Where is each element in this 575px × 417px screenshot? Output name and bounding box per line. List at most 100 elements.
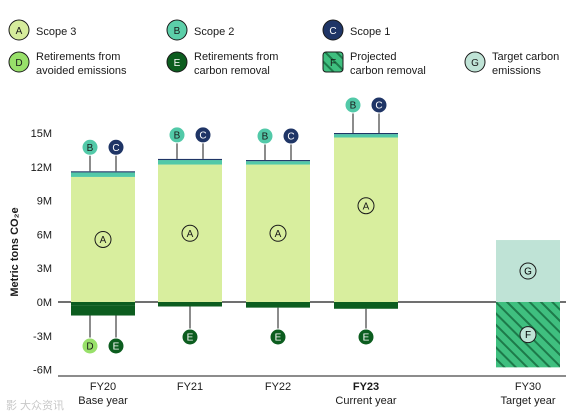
bar-carbon-removal [158,302,222,307]
y-tick-label: 15M [31,128,52,140]
badge-circle [344,96,362,114]
badge-letter: F [525,330,531,341]
legend-label: Retirements from [36,51,120,63]
badge-b: B [256,127,274,161]
badge-letter: A [363,201,370,212]
legend-swatch-f [322,51,344,73]
badge-e: E [107,315,125,355]
legend-item-c: C Scope 1 [322,19,390,41]
badge-letter: A [187,229,194,240]
badge-circle [107,138,125,156]
x-category-sublabel: Base year [78,395,128,407]
x-category-label: FY30 [515,381,541,393]
legend-label: Scope 3 [36,26,76,38]
badge-letter: C [287,132,294,143]
legend-label: carbon removal [194,65,270,77]
bar-scope3 [158,164,222,302]
badge-c: C [282,127,300,161]
badge-b: B [81,138,99,172]
bar-scope2 [71,172,135,177]
badge-circle [357,197,375,215]
badge-circle [256,127,274,145]
badge-letter: A [100,235,107,246]
badge-letter: A [275,229,282,240]
badge-letter: E [275,333,282,344]
bar-target-emissions [496,240,560,302]
badge-circle [81,337,99,355]
badge-letter: C [199,130,206,141]
badge-letter: G [524,267,532,278]
y-tick-label: 9M [37,196,52,208]
badge-e: E [181,306,199,346]
badge-letter: B [350,101,357,112]
bar-scope1 [246,160,310,162]
legend-item-a: A Scope 3 [8,19,76,41]
legend-swatch-e [166,51,188,73]
y-tick-label: 12M [31,162,52,174]
bar-carbon-removal [246,302,310,308]
badge-circle [269,328,287,346]
badge-a: A [94,230,112,248]
legend-swatch-g [464,51,486,73]
bar-scope2 [246,161,310,165]
badge-circle [370,96,388,114]
badge-b: B [344,96,362,133]
badge-g: G [519,262,537,280]
badge-letter: B [262,132,269,143]
x-category-label: FY22 [265,381,291,393]
x-category-label: FY23 [353,381,379,393]
bar-scope3 [71,176,135,302]
legend-letter: D [15,58,22,69]
legend-label: carbon removal [350,65,426,77]
x-category-sublabel: Target year [500,395,555,407]
badge-circle [282,127,300,145]
bar-carbon-removal [334,302,398,309]
badge-letter: B [87,143,94,154]
badge-circle [269,224,287,242]
bar-avoided-emissions [71,305,135,316]
legend-letter: F [330,58,336,69]
legend-label: Scope 1 [350,26,390,38]
y-tick-label: -6M [33,365,52,377]
badge-letter: E [363,333,370,344]
y-axis-label: Metric tons CO₂e [9,207,21,296]
legend-letter: G [471,58,479,69]
badge-c: C [107,138,125,172]
x-category-sublabel: Current year [335,395,396,407]
badge-letter: D [86,342,93,353]
badge-letter: E [187,333,194,344]
badge-circle [519,262,537,280]
badge-circle [519,326,537,344]
badge-circle [94,230,112,248]
legend-swatch-d [8,51,30,73]
legend-label: Retirements from [194,51,278,63]
legend-swatch-c [322,19,344,41]
badge-a: A [181,224,199,242]
legend-letter: B [174,26,181,37]
bar-carbon-removal [71,302,135,306]
y-tick-label: -3M [33,331,52,343]
badge-circle [107,337,125,355]
bar-scope3 [246,164,310,302]
badge-circle [168,126,186,144]
badge-letter: C [112,143,119,154]
legend-letter: C [329,26,336,37]
badge-circle [81,138,99,156]
badge-e: E [269,307,287,346]
watermark: 影 大众资讯 [6,400,65,412]
badge-circle [194,126,212,144]
legend-letter: A [16,26,23,37]
legend-label: Target carbon [492,51,559,63]
badge-circle [181,328,199,346]
y-tick-label: 0M [37,297,52,309]
y-tick-label: 6M [37,229,52,241]
badge-e: E [357,308,375,346]
badge-a: A [357,197,375,215]
bar-scope3 [334,137,398,302]
y-tick-label: 3M [37,263,52,275]
